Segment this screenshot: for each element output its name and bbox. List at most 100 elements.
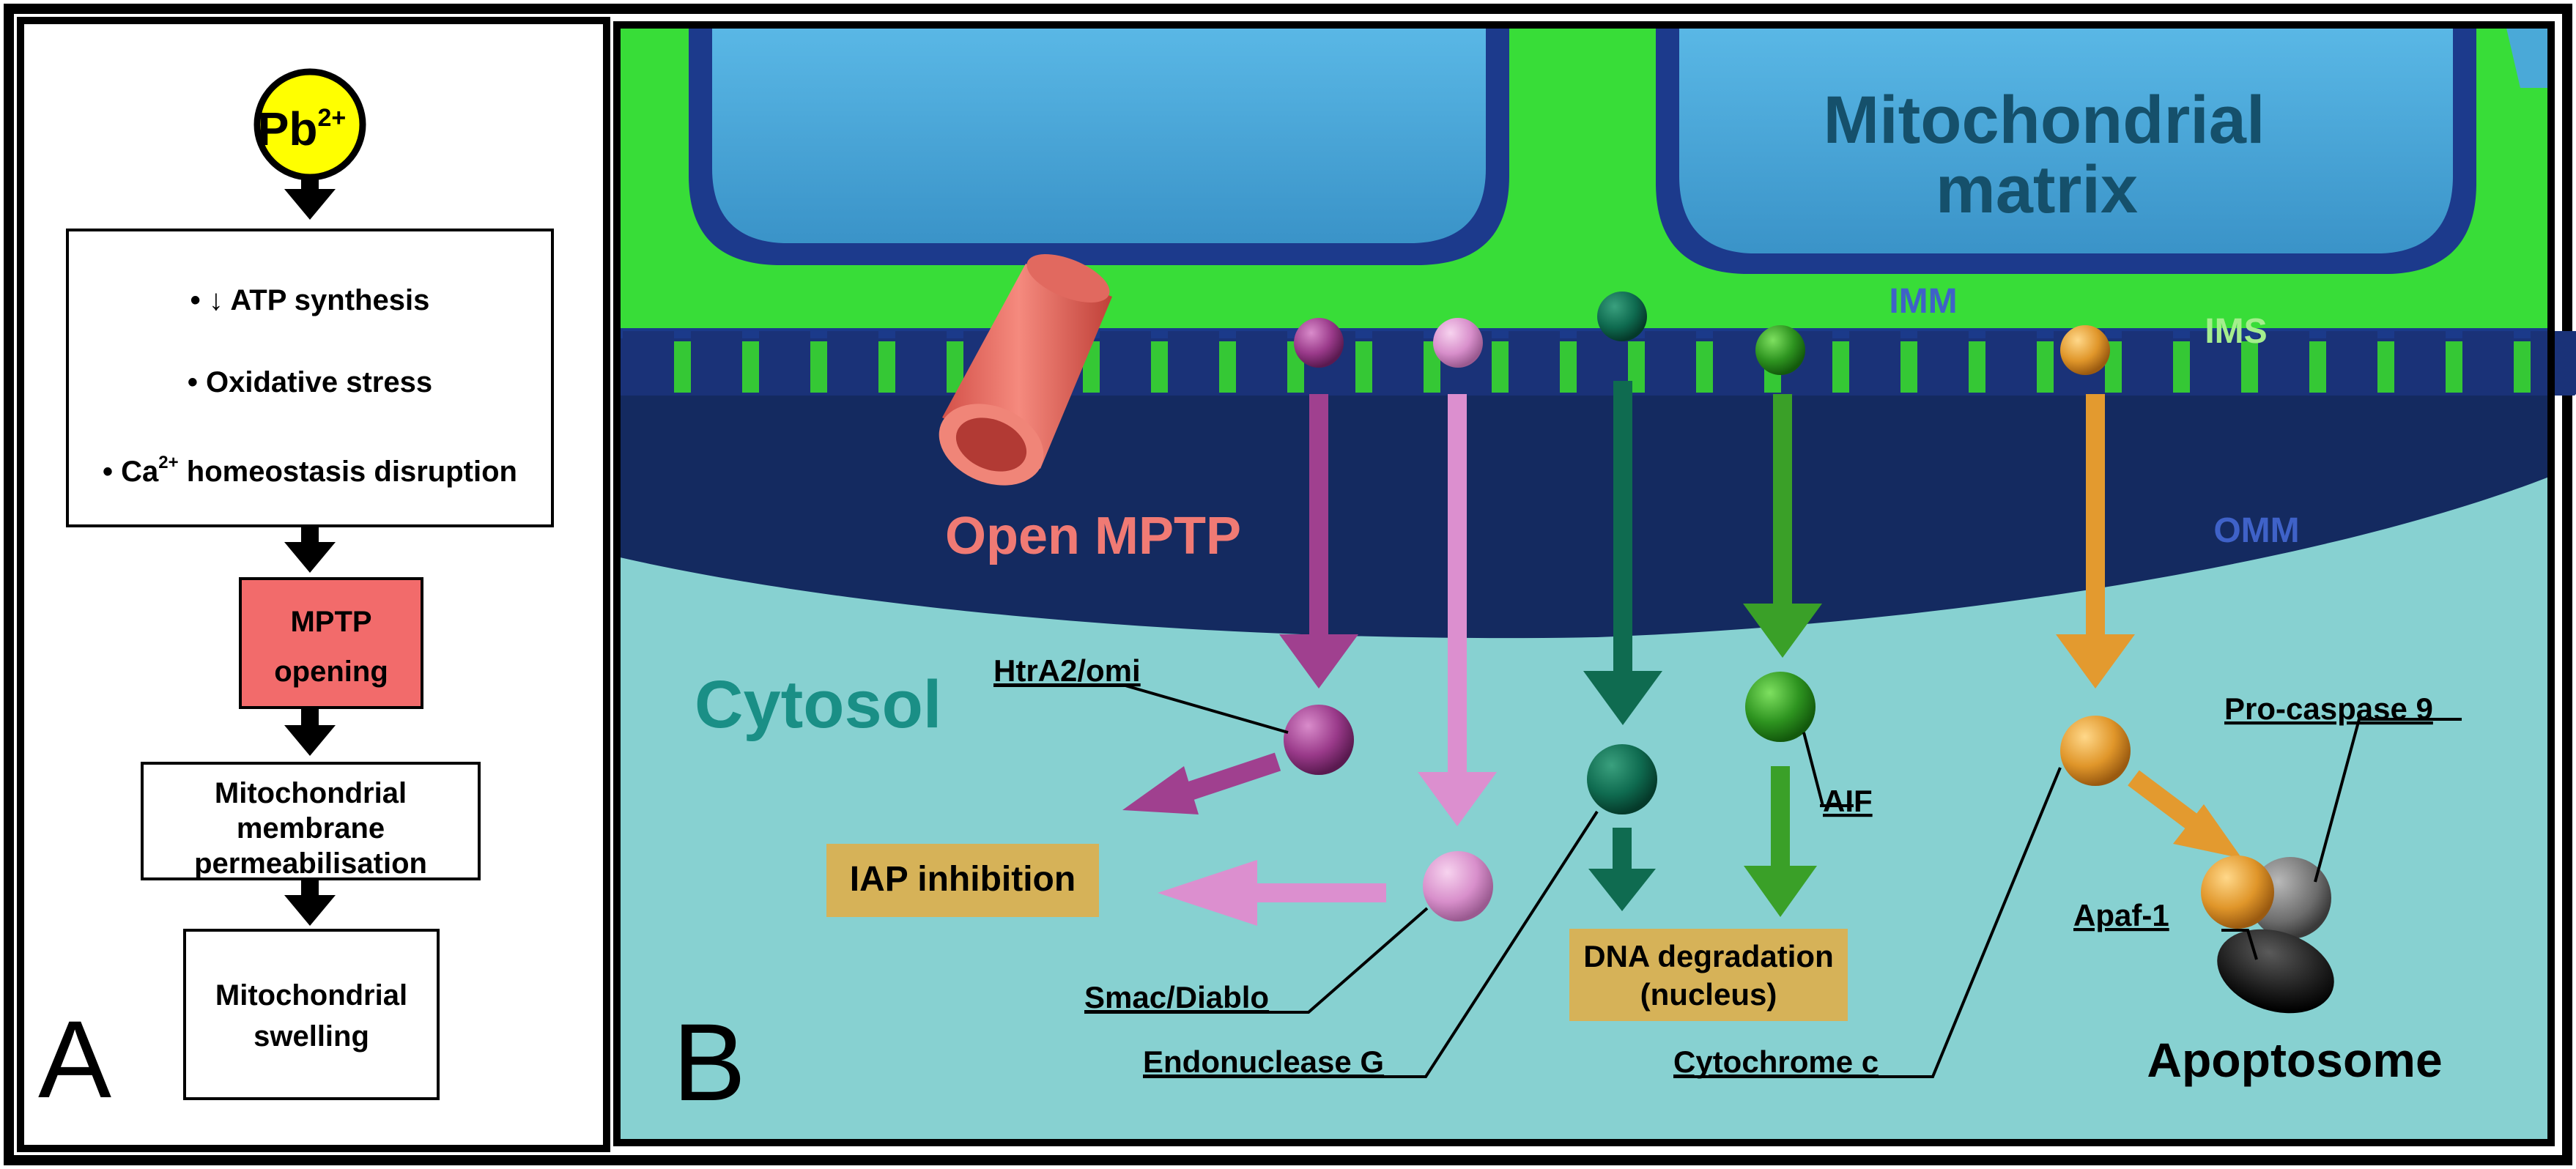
membrane-groove xyxy=(1969,341,1985,393)
matrix-chamber-right xyxy=(1679,25,2453,253)
mptp-pore xyxy=(939,254,1112,486)
membrane-tooth xyxy=(895,331,947,396)
membrane-tooth xyxy=(1509,331,1560,396)
membrane-tooth xyxy=(2258,331,2309,396)
omm-label: OMM xyxy=(2213,511,2299,550)
panel-a-letter: A xyxy=(38,998,111,1121)
smac-label: Smac/Diablo xyxy=(1084,980,1269,1014)
endog-sphere xyxy=(1587,744,1657,814)
membrane-groove xyxy=(2377,341,2394,393)
membrane-groove xyxy=(1832,341,1849,393)
permeabilisation-line2: membrane xyxy=(237,812,385,845)
membrane-groove xyxy=(1151,341,1168,393)
mptp-opening-line2: opening xyxy=(274,656,388,688)
membrane-tooth xyxy=(1713,331,1764,396)
membrane-groove xyxy=(2241,341,2258,393)
membrane-tooth xyxy=(1917,331,1969,396)
apoptosome-cluster xyxy=(2201,856,2334,1014)
iap-inhibition-box xyxy=(826,844,1099,917)
imm-label: IMM xyxy=(1889,282,1957,321)
membrane-tooth xyxy=(1372,331,1424,396)
membrane-groove xyxy=(1492,341,1509,393)
cytosol-label: Cytosol xyxy=(695,667,941,742)
mptp-opening-box xyxy=(239,577,423,709)
htra2-sphere xyxy=(1284,705,1354,775)
protein-labels: HtrA2/omi Smac/Diablo Endonuclease G AIF… xyxy=(993,653,2433,1079)
membrane-tooth xyxy=(2326,331,2377,396)
membrane-groove xyxy=(1900,341,1917,393)
apaf-label: Apaf-1 xyxy=(2073,898,2169,932)
oxidative-effect: • Oxidative stress xyxy=(188,366,432,398)
flow-arrows xyxy=(284,177,336,926)
aif-membrane-sphere xyxy=(1755,325,1805,375)
matrix-title-2: matrix xyxy=(1936,152,2138,227)
membrane-tooth xyxy=(1985,331,2037,396)
membrane-groove xyxy=(674,341,691,393)
apaf-ellipsoid xyxy=(2217,929,2334,1014)
endog-membrane-sphere xyxy=(1597,292,1647,341)
release-arrows xyxy=(1279,381,2135,826)
leader-lines xyxy=(993,684,2462,1078)
effects-box xyxy=(66,229,554,527)
dna-degradation-line1: DNA degradation xyxy=(1583,939,1833,973)
membrane-groove xyxy=(742,341,759,393)
htra2-membrane-sphere xyxy=(1294,318,1344,368)
swelling-line1: Mitochondrial xyxy=(215,979,407,1012)
membrane-groove xyxy=(1628,341,1645,393)
membrane-tooth xyxy=(1236,331,1287,396)
membrane-tooth xyxy=(1849,331,1900,396)
aif-label: AIF xyxy=(1823,784,1873,818)
permeabilisation-box xyxy=(141,762,481,880)
aif-sphere xyxy=(1745,672,1816,742)
membrane-groove xyxy=(947,341,963,393)
membrane-groove xyxy=(2514,341,2531,393)
permeabilisation-line1: Mitochondrial xyxy=(215,777,407,809)
smac-sphere xyxy=(1423,851,1493,921)
membrane-tooth xyxy=(2462,331,2514,396)
cytc-sphere xyxy=(2060,716,2131,786)
membrane-tooth xyxy=(1168,331,1219,396)
ims-label: IMS xyxy=(2205,312,2267,351)
membrane-groove xyxy=(1560,341,1577,393)
open-mptp-label: Open MPTP xyxy=(945,507,1241,565)
panel-b-frame xyxy=(613,21,2555,1146)
membrane-groove xyxy=(2309,341,2326,393)
dna-degradation-box xyxy=(1569,929,1848,1021)
membrane-tooth xyxy=(827,331,878,396)
swelling-box xyxy=(183,929,440,1100)
pro-caspase-label: Pro-caspase 9 xyxy=(2224,691,2433,726)
mptp-opening-line1: MPTP xyxy=(290,606,371,638)
membrane-groove xyxy=(2173,341,2190,393)
panel-b-letter: B xyxy=(673,1001,746,1124)
downstream-arrows xyxy=(1122,752,2242,926)
membrane-tooth xyxy=(2190,331,2241,396)
membrane-tooth xyxy=(1100,331,1151,396)
membrane-tooth xyxy=(1577,331,1628,396)
cytochrome-label: Cytochrome c xyxy=(1673,1044,1879,1079)
membrane-proteins xyxy=(1294,292,2110,375)
membrane-groove xyxy=(1696,341,1713,393)
membrane-tooth xyxy=(1645,331,1696,396)
dna-degradation-line2: (nucleus) xyxy=(1640,977,1777,1012)
membrane-groove xyxy=(1219,341,1236,393)
permeabilisation-line3: permeabilisation xyxy=(194,847,427,880)
endonuclease-label: Endonuclease G xyxy=(1143,1044,1384,1079)
cytc-membrane-sphere xyxy=(2060,325,2110,375)
membrane-groove xyxy=(810,341,827,393)
smac-membrane-sphere xyxy=(1433,318,1483,368)
membrane-tooth xyxy=(759,331,810,396)
membrane-groove xyxy=(2037,341,2054,393)
membrane-tooth xyxy=(623,331,674,396)
iap-inhibition-label: IAP inhibition xyxy=(850,860,1076,899)
membrane-groove xyxy=(1355,341,1372,393)
htra2-label: HtrA2/omi xyxy=(993,653,1141,688)
membrane-groove xyxy=(878,341,895,393)
pb-ion-label: Pb2+ xyxy=(258,103,347,155)
membrane-groove xyxy=(2446,341,2462,393)
panel-a: Pb2+ • ↓ ATP synthesis • Oxidative stres… xyxy=(17,17,610,1152)
calcium-effect: • Ca2+ homeostasis disruption xyxy=(103,453,517,488)
membrane-tooth xyxy=(691,331,742,396)
membrane-tooth xyxy=(2394,331,2446,396)
matrix-title-1: Mitochondrial xyxy=(1823,83,2265,157)
